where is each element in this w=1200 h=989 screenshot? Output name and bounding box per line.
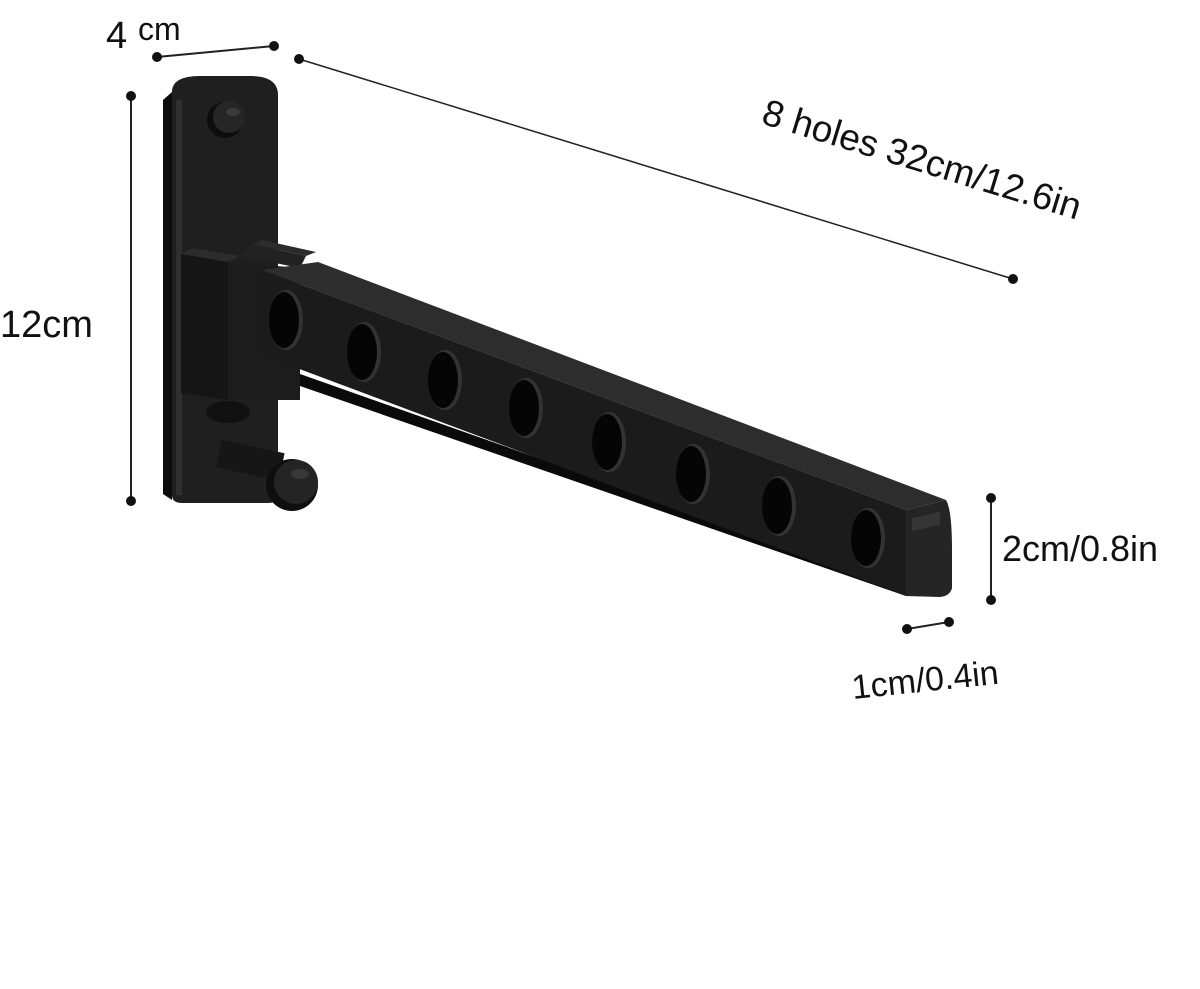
dimension-height — [126, 91, 136, 506]
dimension-width — [152, 41, 279, 62]
hole-row — [269, 290, 885, 568]
hole — [676, 446, 706, 502]
label-bar-height: 2cm/0.8in — [1002, 528, 1158, 569]
hole — [592, 414, 622, 470]
label-length: 8 holes 32cm/12.6in — [758, 91, 1087, 227]
hole — [347, 324, 377, 380]
hole — [851, 510, 881, 566]
hole — [762, 478, 792, 534]
label-bar-thickness: 1cm/0.4in — [850, 654, 1001, 707]
arm-bar — [262, 262, 952, 597]
screw-head-top — [207, 101, 245, 138]
dimension-length — [294, 54, 1018, 284]
hole — [428, 352, 458, 408]
dimension-bar-thickness — [902, 617, 954, 634]
label-width-unit: cm — [138, 11, 181, 47]
hole — [269, 292, 299, 348]
label-height: 12cm — [0, 304, 93, 346]
hole — [509, 380, 539, 436]
bottom-knob — [266, 459, 318, 511]
dimension-bar-height — [986, 493, 996, 605]
label-width-value: 4 — [106, 15, 127, 57]
hinge-pin — [206, 401, 285, 481]
